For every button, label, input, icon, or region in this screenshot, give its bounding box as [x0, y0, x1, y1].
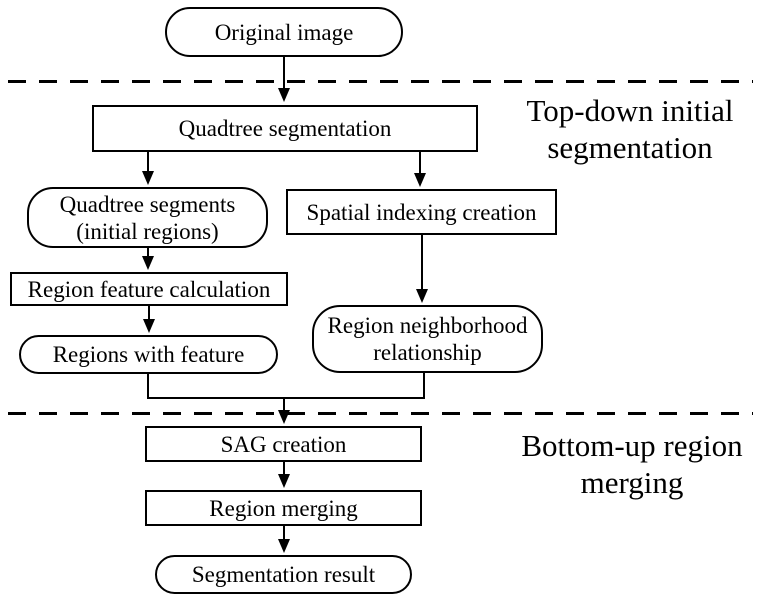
node-sag-creation-label: SAG creation [220, 431, 347, 457]
node-region-neighborhood-line1: Region neighborhood [327, 313, 528, 338]
node-spatial-indexing-creation: Spatial indexing creation [286, 189, 557, 235]
node-regions-with-feature: Regions with feature [19, 335, 278, 374]
connector-merge-bar [147, 397, 425, 399]
connector-right-branch-drop [423, 372, 425, 398]
node-original-image-label: Original image [214, 19, 354, 45]
arrowhead-original-to-quadtree [278, 88, 290, 102]
arrow-shaft-segments-to-feature [147, 247, 149, 257]
section-divider-bottom [8, 412, 753, 415]
node-region-merging: Region merging [145, 490, 422, 526]
node-segmentation-result-label: Segmentation result [191, 562, 376, 587]
node-quadtree-segmentation: Quadtree segmentation [92, 105, 478, 152]
node-quadtree-segments-line1: Quadtree segments [59, 191, 236, 217]
section-label-top-down: Top-down initial segmentation [505, 92, 755, 166]
arrow-shaft-spatial-to-neighborhood [421, 234, 423, 290]
section-divider-top [8, 80, 753, 83]
section-label-bottom-line1: Bottom-up region [521, 428, 743, 463]
node-sag-creation: SAG creation [145, 426, 422, 462]
node-quadtree-segments: Quadtree segments (initial regions) [27, 187, 268, 248]
node-region-neighborhood-line2: relationship [373, 340, 482, 365]
node-region-feature-calculation-label: Region feature calculation [27, 276, 271, 302]
node-region-feature-calculation: Region feature calculation [10, 272, 288, 306]
arrowhead-sag-to-merging [278, 474, 290, 488]
arrow-shaft-quadtree-to-spatial [419, 152, 421, 174]
section-label-top-line2: segmentation [547, 130, 713, 165]
node-regions-with-feature-label: Regions with feature [52, 342, 245, 367]
arrow-shaft-feature-to-regions [148, 305, 150, 320]
section-label-top-line1: Top-down initial [526, 93, 734, 128]
section-label-bottom-line2: merging [580, 465, 684, 500]
section-label-bottom-up: Bottom-up region merging [507, 427, 757, 501]
node-quadtree-segments-line2: (initial regions) [76, 218, 219, 244]
arrowhead-merging-to-result [278, 539, 290, 553]
node-quadtree-segmentation-label: Quadtree segmentation [178, 116, 392, 141]
arrowhead-segments-to-feature [142, 256, 154, 270]
arrow-shaft-merging-to-result [283, 526, 285, 540]
arrowhead-quadtree-to-spatial [414, 173, 426, 187]
arrowhead-feature-to-regions [143, 319, 155, 333]
node-region-merging-label: Region merging [209, 495, 358, 521]
arrow-shaft-merge-to-sag [283, 397, 285, 411]
node-segmentation-result: Segmentation result [155, 555, 412, 594]
node-region-neighborhood: Region neighborhood relationship [312, 305, 543, 373]
connector-left-branch-drop [147, 373, 149, 398]
node-original-image: Original image [165, 7, 403, 57]
arrowhead-quadtree-to-segments [142, 171, 154, 185]
arrow-shaft-original-to-quadtree [283, 56, 285, 90]
node-spatial-indexing-creation-label: Spatial indexing creation [306, 199, 537, 225]
arrow-shaft-quadtree-to-segments [147, 152, 149, 172]
arrow-shaft-sag-to-merging [283, 461, 285, 475]
arrowhead-spatial-to-neighborhood [416, 289, 428, 303]
arrowhead-merge-to-sag [278, 410, 290, 424]
